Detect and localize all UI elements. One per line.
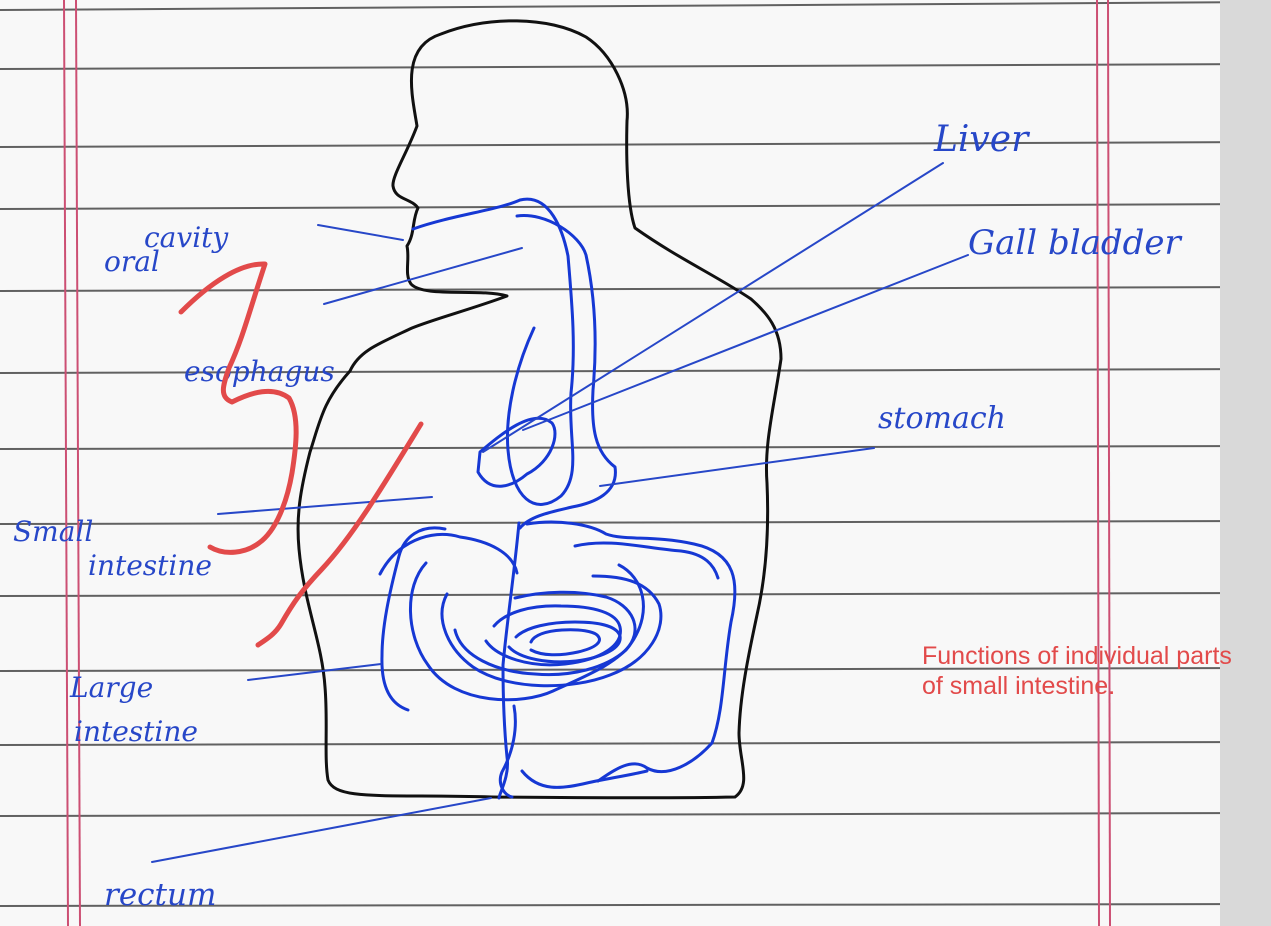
rectum-end-shape <box>522 771 647 787</box>
label-esophagus: esophagus <box>184 355 335 388</box>
label-small-intestine-line2: intestine <box>88 549 212 582</box>
label-large-intestine-line1: Large <box>69 671 153 704</box>
label-small-intestine-line1: Small <box>13 515 93 548</box>
label-liver: Liver <box>933 119 1030 160</box>
red-annotation-text: Functions of individual parts of small i… <box>922 641 1257 701</box>
notebook-ruling <box>0 2 1271 906</box>
label-stomach: stomach <box>878 401 1006 436</box>
transverse-colon-shape <box>575 543 718 578</box>
small-intestine-loop-5 <box>509 622 620 662</box>
label-lines <box>152 163 968 862</box>
red-annotation-marks <box>181 264 421 645</box>
label-large-intestine-line2: intestine <box>74 715 198 748</box>
large-intestine-right-shape <box>527 522 735 781</box>
red-slash-mark <box>258 424 421 645</box>
body-outline <box>298 21 781 798</box>
page-edge <box>1220 0 1271 926</box>
esophagus-shape <box>413 199 573 504</box>
label-oral-cavity-line2: cavity <box>144 221 229 254</box>
gallbladder-shape <box>478 418 555 486</box>
label-rectum: rectum <box>104 877 216 913</box>
small-intestine-loop-6 <box>531 630 599 655</box>
handwritten-labels: oral cavity esophagus Small intestine La… <box>13 119 1183 913</box>
label-gall-bladder: Gall bladder <box>968 223 1183 263</box>
